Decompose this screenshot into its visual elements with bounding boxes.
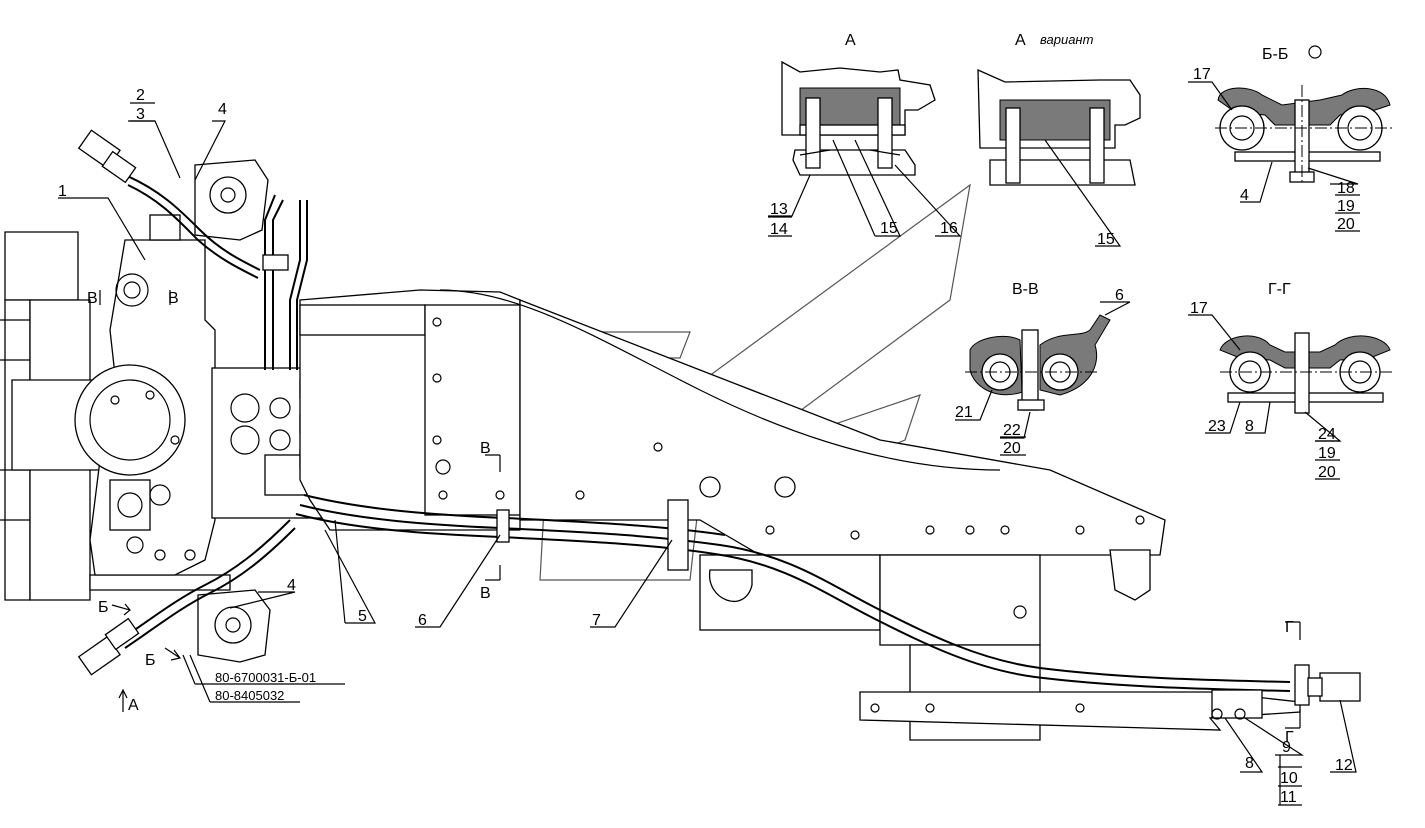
callout-21: 21 [955, 404, 973, 421]
callout-20-bb: 20 [1337, 216, 1355, 233]
hoses-upper-left [77, 129, 261, 279]
cut-mark-v-right: В [168, 290, 179, 307]
callout-3: 3 [136, 106, 145, 123]
cut-mark-g-bottom: Г [1285, 729, 1294, 746]
callout-17-bb: 17 [1193, 66, 1211, 83]
upper-bracket [194, 159, 269, 241]
cut-lines [99, 45, 1322, 729]
section-bb-view [1215, 85, 1395, 185]
cut-mark-v-bottom: В [480, 585, 491, 602]
callout-8-gg: 8 [1245, 418, 1254, 435]
callout-4-top: 4 [218, 101, 227, 118]
cut-mark-b-upper: Б [98, 599, 109, 616]
callout-2: 2 [136, 87, 145, 104]
lower-bracket [197, 589, 271, 663]
cut-mark-g-top: Г [1285, 619, 1294, 636]
callout-13: 13 [770, 201, 788, 218]
round-cover [74, 364, 186, 476]
view-arrow-a: А [128, 697, 139, 714]
rear-coupling [1319, 672, 1361, 702]
callout-7: 7 [592, 612, 601, 629]
callout-5: 5 [358, 608, 367, 625]
callout-11: 11 [1280, 789, 1297, 806]
pipeline [295, 494, 1291, 692]
section-a-view [781, 60, 936, 176]
cut-mark-v-top: В [480, 440, 491, 457]
labels: А А вариант Б-Б В-В Г-Г В В В В Б Б Г Г … [58, 32, 1355, 806]
section-gg-view [1219, 332, 1395, 414]
callout-19-bb: 19 [1337, 198, 1355, 215]
engine-block [0, 231, 231, 601]
cut-mark-v-left: В [87, 290, 98, 307]
cut-mark-b-lower: Б [145, 652, 156, 669]
part-number-1: 80-6700031-Б-01 [215, 670, 316, 685]
callout-15-a: 15 [880, 220, 898, 237]
callout-9: 9 [1282, 739, 1291, 756]
callout-1: 1 [58, 183, 67, 200]
callout-20-gg: 20 [1318, 464, 1336, 481]
section-vv-view [965, 314, 1111, 411]
section-a-variant-letter: А [1015, 32, 1026, 49]
callout-23: 23 [1208, 418, 1226, 435]
section-gg-title: Г-Г [1268, 281, 1291, 298]
callout-15-variant: 15 [1097, 231, 1115, 248]
callout-18: 18 [1337, 180, 1355, 197]
callout-24: 24 [1318, 426, 1336, 443]
pipes-upper [262, 194, 308, 370]
callout-19-gg: 19 [1318, 445, 1336, 462]
callout-4-bottom: 4 [287, 577, 296, 594]
section-bb-title: Б-Б [1262, 46, 1288, 63]
callout-6: 6 [418, 612, 427, 629]
front-housing [74, 214, 216, 576]
callout-22: 22 [1003, 422, 1021, 439]
callout-underlines [130, 102, 1360, 806]
frame-rail [439, 289, 1166, 741]
section-a-variant-word: вариант [1040, 32, 1094, 47]
hoses-lower-left [77, 519, 296, 676]
callout-6-vv: 6 [1115, 287, 1124, 304]
rear-bracket [859, 664, 1361, 731]
callout-10: 10 [1280, 770, 1298, 787]
part-number-2: 80-8405032 [215, 688, 284, 703]
callout-4-bb: 4 [1240, 187, 1249, 204]
section-vv-title: В-В [1012, 281, 1039, 298]
callout-20-vv: 20 [1003, 440, 1021, 457]
transmission-housing [299, 289, 521, 531]
callout-16: 16 [940, 220, 958, 237]
section-a-title: А [845, 32, 856, 49]
callout-12: 12 [1335, 757, 1353, 774]
callout-8: 8 [1245, 755, 1254, 772]
section-a-variant-view [977, 68, 1141, 186]
callout-17-gg: 17 [1190, 300, 1208, 317]
callout-14: 14 [770, 221, 788, 238]
